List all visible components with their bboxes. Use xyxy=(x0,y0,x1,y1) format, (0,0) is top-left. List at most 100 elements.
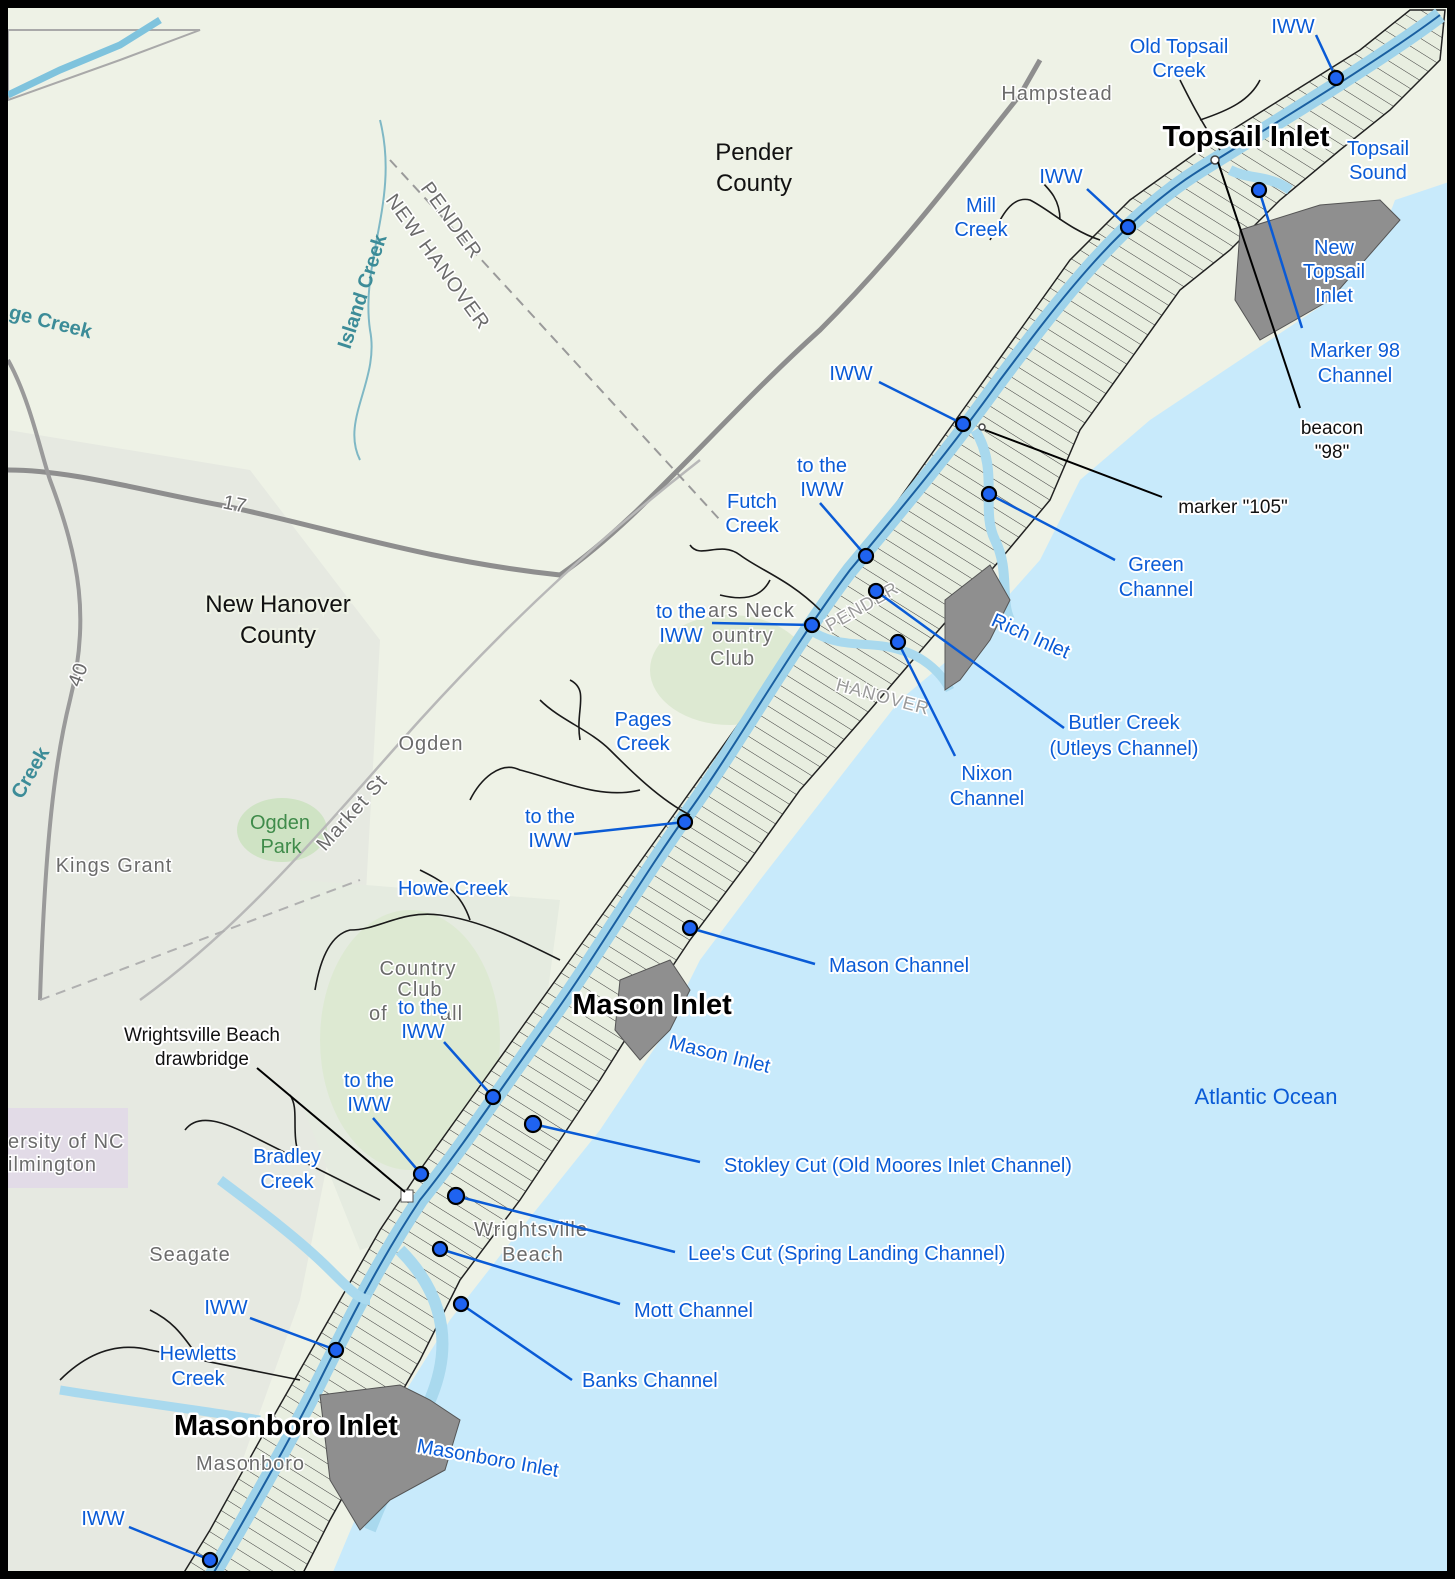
label-to-iww-futch-2: IWW xyxy=(800,479,843,501)
label-marker98-2: Channel xyxy=(1318,365,1393,387)
label-butler-2: (Utleys Channel) xyxy=(1050,738,1199,760)
label-beacon-2: "98" xyxy=(1315,442,1350,463)
label-marker98-1: Marker 98 xyxy=(1310,340,1400,362)
masonboro-inlet-title: Masonboro Inlet xyxy=(174,1410,398,1442)
rich-inlet-shoal xyxy=(944,564,1011,691)
marker-to-iww-pages xyxy=(676,813,694,831)
mason-inlet-shoal xyxy=(614,959,691,1061)
label-mason-channel: Mason Channel xyxy=(829,955,969,977)
beacon-98-symbol xyxy=(1210,155,1220,165)
futch-creek-lines xyxy=(689,544,821,611)
label-to-iww-bradley-1: to the xyxy=(344,1070,394,1092)
label-green-1: Green xyxy=(1128,554,1184,576)
marker-iww-bottom xyxy=(201,1551,219,1569)
marker-mason-channel xyxy=(681,919,699,937)
label-iww-bottom: IWW xyxy=(81,1508,124,1530)
label-marker-105: marker "105" xyxy=(1178,497,1288,518)
marker-stokley-cut xyxy=(523,1114,543,1134)
label-old-topsail-2: Creek xyxy=(1152,60,1206,82)
marker-mott-channel xyxy=(431,1240,449,1258)
island-creek-line xyxy=(353,119,387,461)
route-17-label: 17 xyxy=(221,491,249,518)
marker-marker98-channel xyxy=(1250,181,1268,199)
new-hanover-county-label-1: New Hanover xyxy=(205,591,350,618)
marker98-channel-water xyxy=(1227,165,1293,195)
drawbridge-symbol xyxy=(400,1189,414,1203)
label-bradley-1: Bradley xyxy=(253,1146,321,1168)
marker-green-channel xyxy=(980,485,998,503)
marker-butler-creek xyxy=(867,582,885,600)
marker-to-iww-porters xyxy=(803,616,821,634)
label-mott-channel: Mott Channel xyxy=(634,1300,753,1322)
pages-creek-lines xyxy=(469,679,691,816)
howe-creek-lines xyxy=(314,869,561,991)
seagate-label: Seagate xyxy=(149,1244,231,1266)
topsail-inlet-title: Topsail Inlet xyxy=(1162,121,1329,153)
road-north xyxy=(8,29,201,102)
route-40 xyxy=(8,359,83,1001)
label-nixon-2: Channel xyxy=(950,788,1025,810)
hewletts-creek-water xyxy=(59,1385,261,1425)
mason-inlet-title: Mason Inlet xyxy=(572,989,732,1021)
mill-creek-lines xyxy=(989,179,1101,241)
label-pages-2: Creek xyxy=(616,733,670,755)
label-iww-hewletts: IWW xyxy=(204,1297,247,1319)
label-to-iww-porters-1: to the xyxy=(656,601,706,623)
new-topsail-inlet-shoal xyxy=(1234,199,1401,341)
new-hanover-county-label-2: County xyxy=(240,622,316,649)
kings-grant-label: Kings Grant xyxy=(56,855,173,877)
label-futch-2: Creek xyxy=(725,515,779,537)
label-to-iww-futch-1: to the xyxy=(797,455,847,477)
label-lees-cut: Lee's Cut (Spring Landing Channel) xyxy=(688,1243,1005,1265)
label-howe-creek: Howe Creek xyxy=(398,878,509,900)
porters-neck-label-3: Club xyxy=(710,648,755,670)
old-topsail-creek-lines xyxy=(1179,79,1261,151)
bradley-creek-water xyxy=(216,1176,371,1305)
label-to-iww-pages-1: to the xyxy=(525,806,575,828)
market-street xyxy=(139,459,701,1002)
ogden-park-label-2: Park xyxy=(260,836,302,858)
label-stokley-cut: Stokley Cut (Old Moores Inlet Channel) xyxy=(724,1155,1072,1177)
label-drawbridge-1: Wrightsville Beach xyxy=(124,1025,280,1046)
label-butler-1: Butler Creek xyxy=(1068,712,1180,734)
label-banks-channel: Banks Channel xyxy=(582,1370,718,1392)
ogden-park-label-1: Ogden xyxy=(250,812,310,834)
marker-105-symbol xyxy=(978,423,986,431)
ogden-label: Ogden xyxy=(398,733,463,755)
wrightsville-beach-label-1: Wrightsville xyxy=(474,1219,588,1241)
label-drawbridge-2: drawbridge xyxy=(155,1049,249,1070)
porters-neck-label-2: ountry xyxy=(712,625,774,647)
unc-label-1: ersity of NC xyxy=(8,1131,124,1153)
label-beacon-1: beacon xyxy=(1301,418,1363,439)
porters-channel-water xyxy=(807,626,955,693)
label-hewletts-2: Creek xyxy=(171,1368,225,1390)
label-futch-1: Futch xyxy=(727,491,777,513)
county-boundary-south xyxy=(39,879,361,1001)
label-mill-creek-1: Mill xyxy=(966,195,996,217)
marker-banks-channel xyxy=(452,1295,470,1313)
intracoastal-waterway-centerline xyxy=(213,14,1441,1571)
country-club-label-1: Country xyxy=(379,958,456,980)
label-new-topsail-1: New xyxy=(1314,237,1355,259)
country-club-label-3: of xyxy=(369,1003,388,1025)
label-iww-105: IWW xyxy=(829,363,872,385)
label-to-iww-porters-2: IWW xyxy=(659,625,702,647)
marker-lees-cut xyxy=(446,1186,466,1206)
label-old-topsail-1: Old Topsail xyxy=(1130,36,1229,58)
label-iww-mill: IWW xyxy=(1039,166,1082,188)
atlantic-ocean xyxy=(333,182,1447,1571)
nw-river xyxy=(8,17,162,99)
marker-nixon-channel xyxy=(889,633,907,651)
country-club-label-4: all xyxy=(440,1003,463,1025)
pender-county-label-2: County xyxy=(716,170,792,197)
label-bradley-2: Creek xyxy=(260,1171,314,1193)
label-mill-creek-2: Creek xyxy=(954,219,1008,241)
marker-iww-hewletts xyxy=(327,1341,345,1359)
urban-area-west xyxy=(8,430,380,1571)
masonboro-inlet-shoal xyxy=(319,1384,461,1531)
hewletts-creek-lines xyxy=(59,1309,301,1381)
label-hewletts-1: Hewletts xyxy=(160,1343,237,1365)
label-to-iww-bradley-2: IWW xyxy=(347,1094,390,1116)
